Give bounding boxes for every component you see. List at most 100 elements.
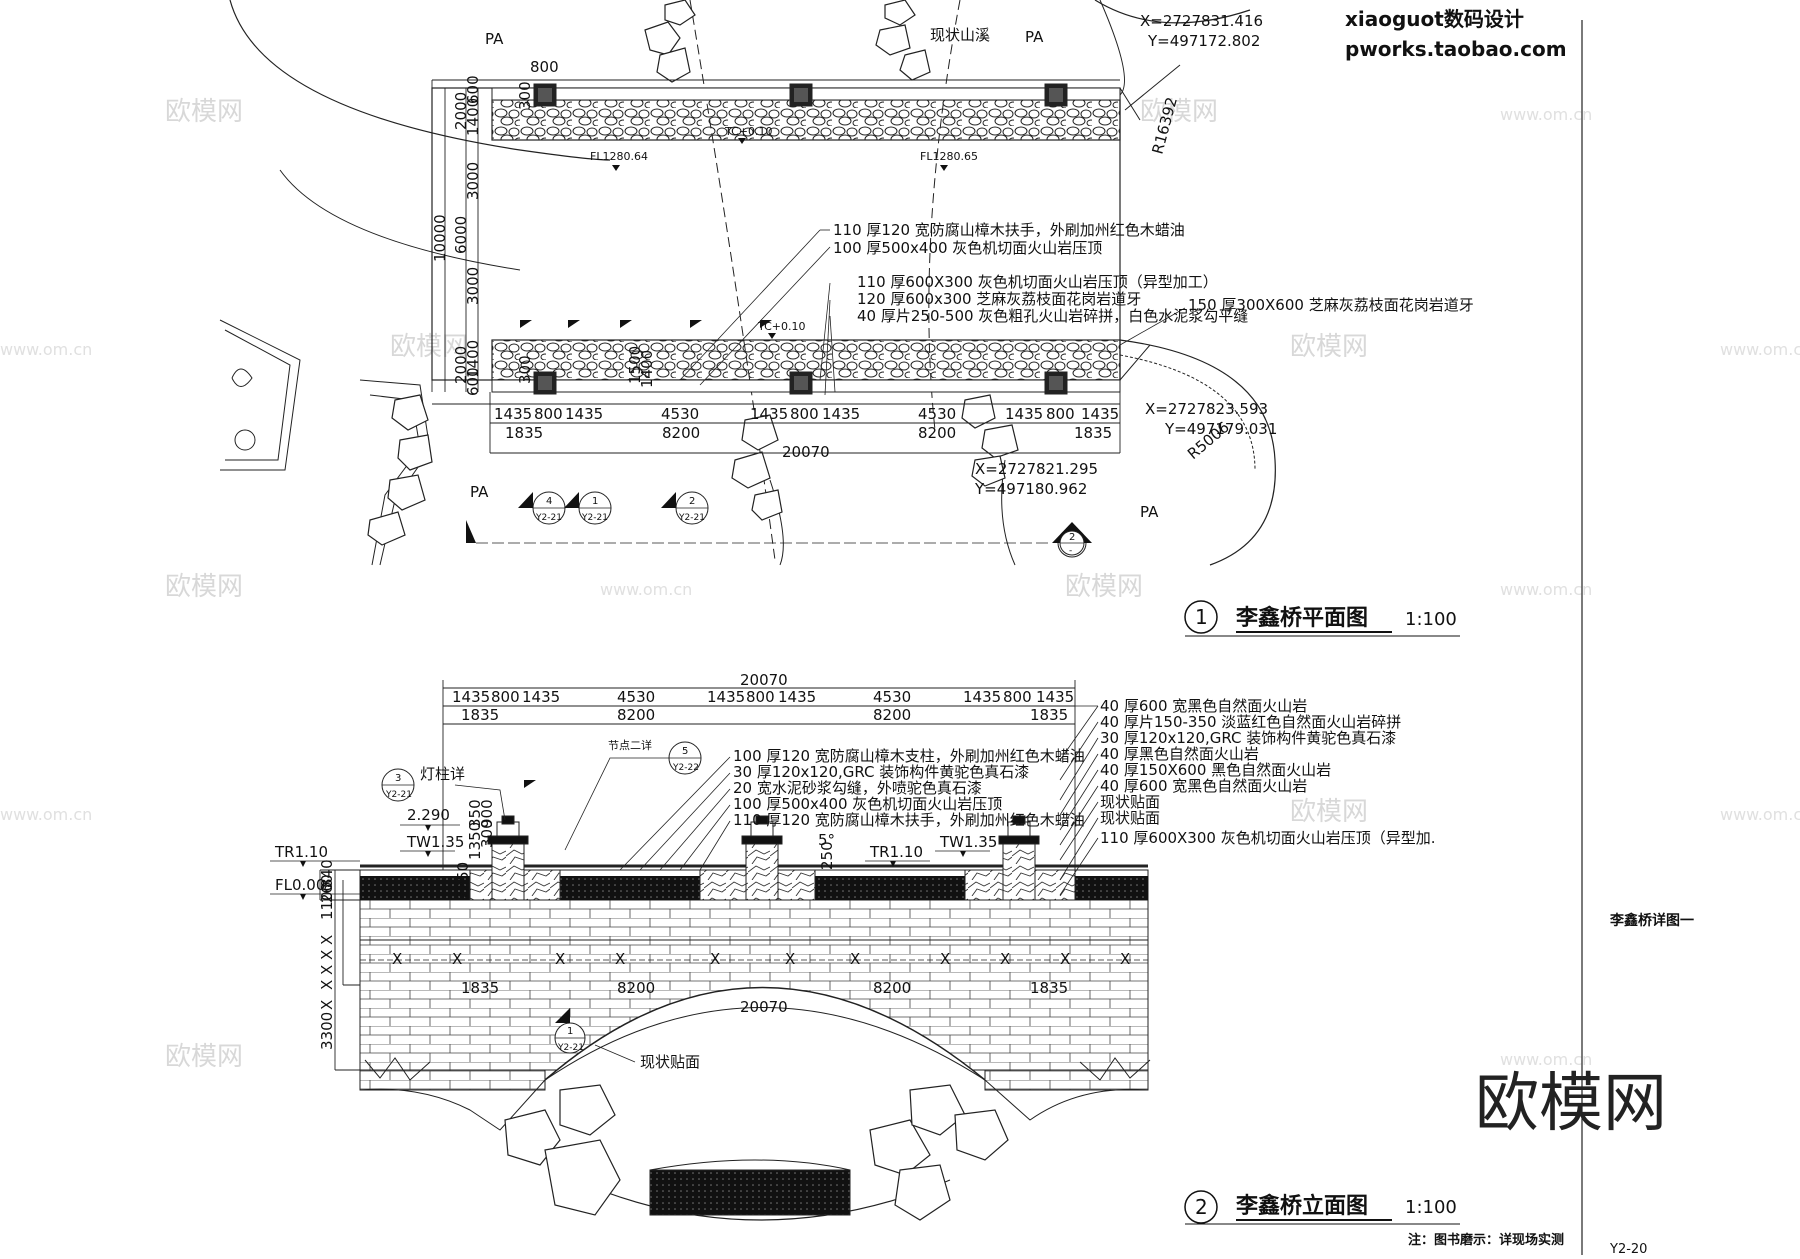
elevation-title: 2 李鑫桥立面图 1:100 注：图书磨示：详现场实测: [1184, 1190, 1564, 1248]
level-text: TC+0.10: [757, 320, 805, 333]
svg-text:900: 900: [478, 799, 496, 828]
ornament-icon: [234, 429, 256, 451]
svg-text:2: 2: [689, 496, 695, 507]
parapet-top: [491, 99, 1121, 141]
svg-text:2: 2: [1069, 532, 1075, 543]
elevation-posts: [487, 815, 1040, 901]
planter-edge: [219, 319, 301, 471]
dim-text: 800: [1046, 405, 1075, 423]
svg-text:X: X: [318, 980, 336, 990]
svg-text:1835: 1835: [1030, 979, 1068, 997]
drawing-scale: 1:100: [1405, 1197, 1457, 1218]
section-marker: 1 Y2-21: [554, 1008, 586, 1054]
dark-infill: [560, 876, 700, 900]
svg-text:X: X: [392, 950, 402, 968]
elevation-note: 40 厚黑色自然面火山岩: [1100, 745, 1259, 763]
area-label: PA: [1025, 28, 1044, 46]
detail-label: 节点二详: [608, 738, 652, 752]
watermark-text: 欧模网: [390, 332, 468, 362]
level-text: FL1280.64: [590, 150, 648, 163]
area-label: PA: [470, 483, 489, 501]
svg-text:Y2-21: Y2-21: [535, 513, 562, 523]
watermark-url: www.om.cn: [1720, 805, 1800, 824]
elevation-view: 20070 1435 800 1435 4530 1435 800 1435 4…: [270, 671, 1564, 1248]
svg-text:X: X: [1060, 950, 1070, 968]
elevation-note: 现状贴面: [1100, 793, 1160, 811]
dim-text: 600: [464, 75, 482, 104]
elevation-top-dims: 1435 800 1435 4530 1435 800 1435 4530 14…: [452, 688, 1074, 724]
level-markers: 2.290 TW1.35 TR1.10 FL0.00 TR1.10 TW1.35: [274, 806, 997, 894]
svg-text:8200: 8200: [617, 979, 655, 997]
watermark-url: www.om.cn: [1500, 105, 1592, 124]
elevation-note: 100 厚120 宽防腐山樟木支柱，外刷加州红色木蜡油: [733, 747, 1085, 765]
dim-text: 800: [790, 405, 819, 423]
existing-face-label: 现状贴面: [640, 1053, 700, 1071]
dim-text: 6000: [452, 216, 470, 254]
dim-text: 800: [534, 405, 563, 423]
bridge-wall: [359, 899, 1149, 941]
svg-text:X: X: [1120, 950, 1130, 968]
svg-text:Y2-21: Y2-21: [557, 1043, 584, 1053]
title-number: 2: [1195, 1195, 1208, 1219]
svg-text:3: 3: [395, 773, 401, 784]
svg-text:X: X: [850, 950, 860, 968]
plan-title: 1 李鑫桥平面图 1:100: [1184, 600, 1460, 637]
path-edge: [1119, 339, 1276, 566]
dim-text: 1435: [1081, 405, 1119, 423]
svg-text:4: 4: [546, 496, 552, 507]
svg-text:1435: 1435: [452, 688, 490, 706]
footnote: 注：图书磨示：详现场实测: [1408, 1232, 1564, 1248]
svg-text:1: 1: [567, 1026, 573, 1037]
level-text: FL1280.65: [920, 150, 978, 163]
dim-text: 1435: [565, 405, 603, 423]
svg-text:FL0.00: FL0.00: [275, 876, 325, 894]
svg-text:4530: 4530: [617, 688, 655, 706]
dim-text: 1435: [494, 405, 532, 423]
svg-text:300: 300: [478, 819, 496, 848]
elevation-note: 20 宽水泥砂浆勾缝，外喷驼色真石漆: [733, 779, 982, 797]
section-marker: 4 Y2-21: [518, 491, 566, 525]
elevation-mid-dims: 1835 8200 8200 1835 20070: [461, 979, 1068, 1016]
plan-note: 110 厚600X300 灰色机切面火山岩压顶（异型加工）: [857, 273, 1218, 291]
watermark-text: 欧模网: [1065, 572, 1143, 602]
arch-opening: [544, 986, 986, 1081]
elevation-note: 40 厚600 宽黑色自然面火山岩: [1100, 697, 1307, 715]
svg-text:Y2-22: Y2-22: [672, 763, 699, 773]
dim-text: 600: [464, 367, 482, 396]
section-marker: 2 -: [1052, 522, 1092, 558]
svg-text:X: X: [1000, 950, 1010, 968]
title-number: 1: [1195, 605, 1208, 629]
elevation-note: 110 厚120 宽防腐山樟木扶手，外刷加州红色木蜡油: [733, 811, 1085, 829]
svg-text:1435: 1435: [778, 688, 816, 706]
svg-text:X: X: [940, 950, 950, 968]
elevation-note: 40 厚片150-350 淡蓝红色自然面火山岩碎拼: [1100, 713, 1401, 731]
dark-infill: [360, 876, 470, 900]
svg-text:Y2-21: Y2-21: [678, 513, 705, 523]
svg-text:X: X: [318, 935, 336, 945]
coord-text: Y=497172.802: [1147, 32, 1260, 50]
dark-infill: [1075, 876, 1148, 900]
dim-text: 8200: [918, 424, 956, 442]
plan-bottom-dims: 1435 800 1435 4530 1435 800 1435 4530 14…: [494, 405, 1119, 461]
coord-text: X=2727821.295: [975, 460, 1098, 478]
section-marker: 2 Y2-21: [661, 491, 709, 525]
plan-dimensions: [431, 79, 1121, 454]
dim-text: 300: [516, 355, 534, 384]
svg-text:X: X: [452, 950, 462, 968]
detail-marker: 5 Y2-22 节点二详: [564, 738, 702, 851]
svg-text:Y2-21: Y2-21: [385, 790, 412, 800]
svg-text:800: 800: [491, 688, 520, 706]
dim-text: 20070: [782, 443, 830, 461]
plan-view: 800 600 1400 2000 3000 6000 10000 3000 1…: [219, 0, 1474, 637]
svg-text:350: 350: [466, 799, 484, 828]
svg-text:X: X: [555, 950, 565, 968]
elevation-note: 110 厚600X300 灰色机切面火山岩压顶（异型加.: [1100, 829, 1435, 847]
path-edge: [1094, 0, 1251, 24]
path-edge: [1119, 354, 1256, 471]
stream-edge: [689, 0, 776, 561]
ornament-icon: [231, 368, 253, 387]
section-markers: 4 Y2-21 1 Y2-21 2 Y2-21: [466, 491, 1092, 558]
dim-text: 1835: [505, 424, 543, 442]
rockery-icon: [367, 0, 1019, 546]
plan-note: 100 厚500x400 灰色机切面火山岩压顶: [833, 239, 1102, 257]
